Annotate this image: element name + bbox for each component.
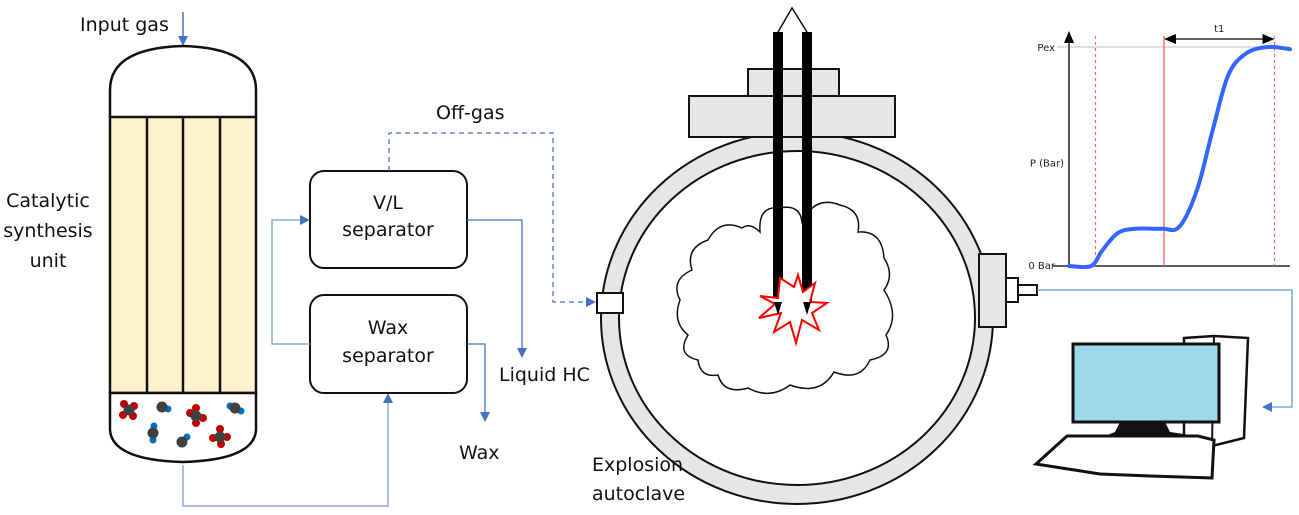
reactor-label-line1: Catalytic (6, 190, 90, 212)
off-gas-dashed-line (388, 132, 596, 307)
wax-to-vl-line (271, 215, 310, 345)
wax-separator-box (309, 294, 468, 394)
sensor-to-computer-line (1037, 289, 1293, 412)
autoclave-lid (688, 95, 896, 138)
spark-icon (758, 271, 831, 347)
reactor-label-line2: synthesis (3, 220, 92, 242)
ignition-wire (777, 6, 808, 33)
liquid-hc-label: Liquid HC (499, 364, 590, 386)
liquid-hc-arrow (467, 219, 527, 358)
molecules-icon (119, 400, 245, 448)
t1-label: t1 (1214, 24, 1224, 35)
input-gas-label: Input gas (80, 14, 169, 36)
tick-label-pex: Pex (1037, 43, 1055, 54)
tick-label-0-bar: 0 Bar (1028, 261, 1056, 272)
autoclave-label-line1: Explosion (592, 454, 683, 476)
pressure-sensor (978, 253, 1007, 328)
reactor-label-line3: unit (30, 250, 67, 272)
wax-separator-label-line2: separator (342, 345, 434, 367)
inlet-port (596, 292, 624, 314)
off-gas-label: Off-gas (436, 102, 505, 124)
vl-separator-label-line1: V/L (373, 192, 403, 214)
wax-arrow (467, 343, 490, 422)
reactor-to-wax-separator-line (182, 393, 393, 507)
wax-separator-label-line1: Wax (368, 317, 408, 339)
pressure-chart: 0 Bar Pex P (Bar) t1 (1028, 24, 1292, 272)
wax-label: Wax (459, 442, 499, 464)
vl-separator-label-line2: separator (342, 219, 434, 241)
computer-icon (1032, 334, 1250, 480)
pressure-curve (1067, 44, 1292, 270)
explosion-autoclave (596, 6, 1038, 505)
autoclave-label-line2: autoclave (592, 483, 685, 505)
catalytic-reactor (108, 44, 258, 464)
y-axis-label: P (Bar) (1030, 159, 1064, 170)
